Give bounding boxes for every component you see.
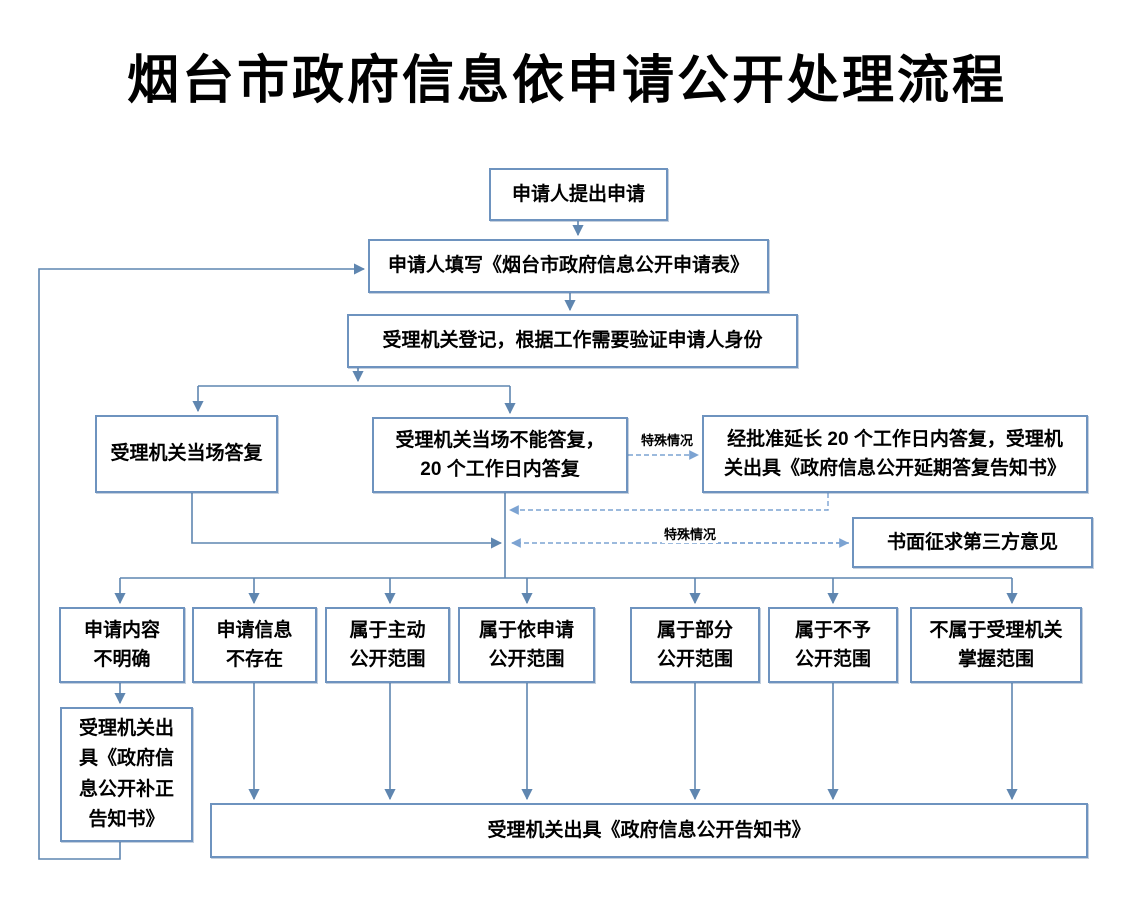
- node-onsite-reply: 受理机关当场答复: [95, 415, 278, 493]
- node-register-label: 受理机关登记，根据工作需要验证申请人身份: [382, 330, 763, 352]
- node-cat-on-request-label: 属于依申请 公开范围: [478, 619, 574, 670]
- special-case-label-1: 特殊情况: [639, 430, 696, 449]
- node-cat-on-request: 属于依申请 公开范围: [458, 607, 595, 683]
- solid-connectors: [38, 221, 1018, 860]
- node-extended-reply: 经批准延长 20 个工作日内答复，受理机 关出具《政府信息公开延期答复告知书》: [702, 415, 1088, 493]
- node-cat-unclear-label: 申请内容 不明确: [83, 619, 160, 670]
- node-cat-proactive: 属于主动 公开范围: [325, 607, 450, 683]
- node-apply-label: 申请人提出申请: [511, 183, 645, 205]
- node-cat-no-disclosure: 属于不予 公开范围: [768, 607, 898, 683]
- node-cat-partial-label: 属于部分 公开范围: [656, 619, 733, 670]
- page-title: 烟台市政府信息依申请公开处理流程: [126, 53, 1007, 110]
- node-onsite-reply-label: 受理机关当场答复: [110, 443, 263, 465]
- node-cat-partial: 属于部分 公开范围: [630, 607, 760, 683]
- node-fill-form: 申请人填写《烟台市政府信息公开申请表》: [368, 239, 769, 293]
- node-cat-proactive-label: 属于主动 公开范围: [349, 619, 426, 670]
- special-case-label-2: 特殊情况: [662, 524, 719, 543]
- node-third-party: 书面征求第三方意见: [852, 517, 1093, 568]
- node-final-notice: 受理机关出具《政府信息公开告知书》: [210, 803, 1088, 858]
- node-apply: 申请人提出申请: [489, 168, 668, 221]
- node-cat-unclear: 申请内容 不明确: [59, 607, 185, 683]
- node-supplement-notice-label: 受理机关出 具《政府信 息公开补正 告知书》: [78, 717, 174, 830]
- node-third-party-label: 书面征求第三方意见: [886, 531, 1058, 553]
- node-final-notice-label: 受理机关出具《政府信息公开告知书》: [487, 819, 811, 841]
- node-supplement-notice: 受理机关出 具《政府信 息公开补正 告知书》: [60, 707, 193, 842]
- node-cat-not-held-label: 不属于受理机关 掌握范围: [929, 619, 1063, 670]
- dashed-connectors: [509, 450, 849, 548]
- node-register: 受理机关登记，根据工作需要验证申请人身份: [347, 314, 798, 368]
- node-cat-no-disclosure-label: 属于不予 公开范围: [794, 619, 871, 670]
- node-cat-not-exist-label: 申请信息 不存在: [216, 619, 293, 670]
- node-cat-not-held: 不属于受理机关 掌握范围: [910, 607, 1082, 683]
- node-extended-reply-label: 经批准延长 20 个工作日内答复，受理机 关出具《政府信息公开延期答复告知书》: [723, 428, 1066, 479]
- node-delayed-reply: 受理机关当场不能答复， 20 个工作日内答复: [372, 417, 628, 493]
- node-cat-not-exist: 申请信息 不存在: [192, 607, 317, 683]
- node-fill-form-label: 申请人填写《烟台市政府信息公开申请表》: [387, 255, 749, 277]
- node-delayed-reply-label: 受理机关当场不能答复， 20 个工作日内答复: [395, 429, 605, 480]
